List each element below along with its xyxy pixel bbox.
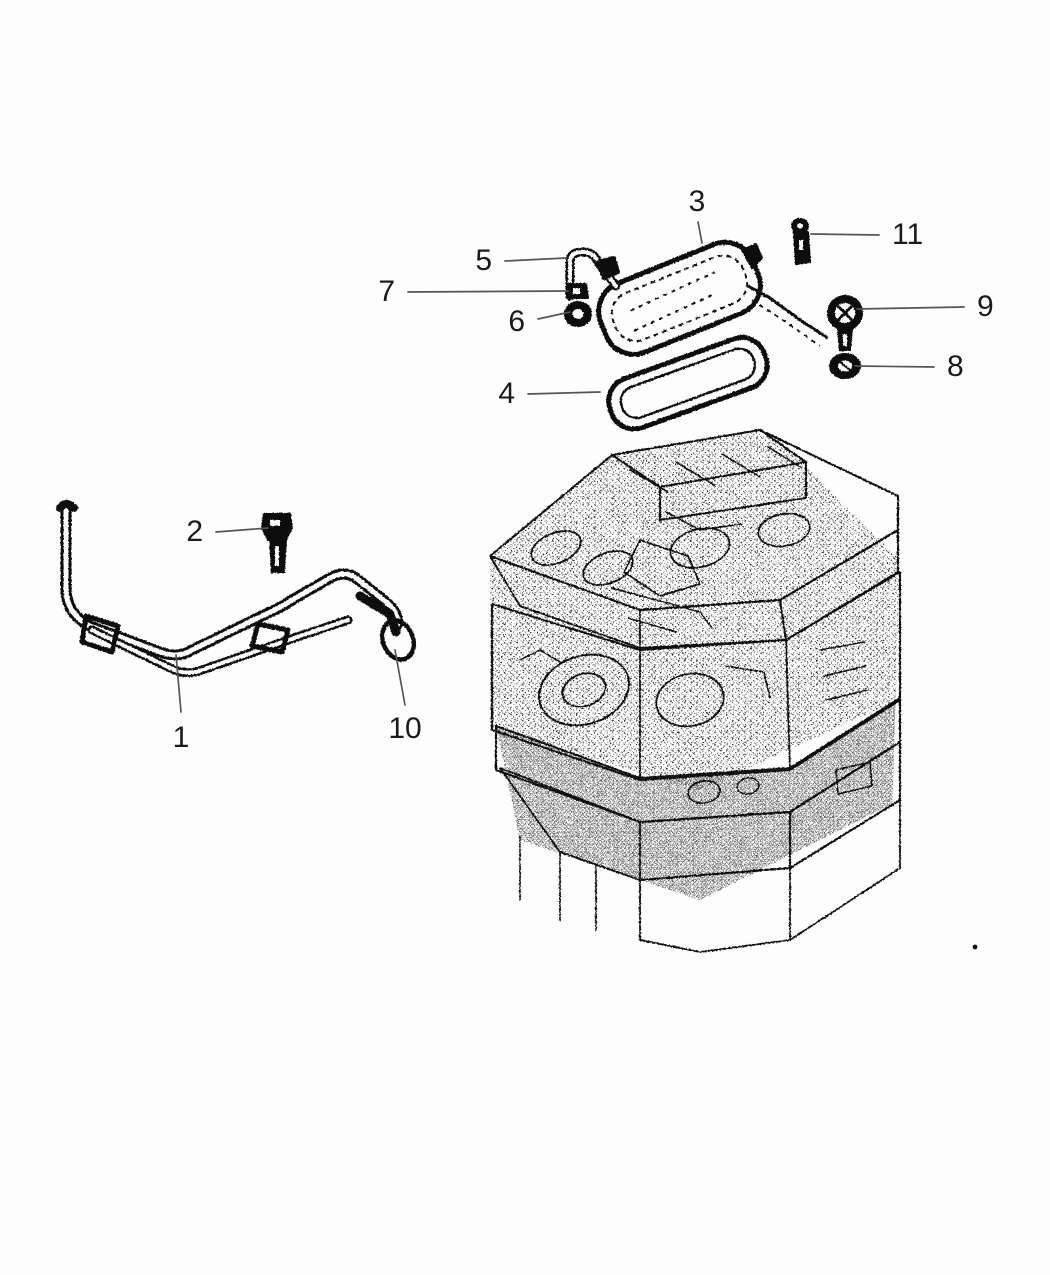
callout-label-4[interactable]: 4 — [498, 377, 515, 410]
callout-label-8[interactable]: 8 — [947, 350, 964, 383]
part-10-o-ring — [379, 618, 417, 662]
callout-label-5[interactable]: 5 — [475, 244, 492, 277]
callout-label-11[interactable]: 11 — [892, 218, 924, 251]
callout-label-7[interactable]: 7 — [378, 275, 395, 308]
leader-line-8 — [854, 365, 935, 368]
part-5-pcv-elbow-hose — [565, 247, 621, 301]
part-9-cover-retaining-bolt — [827, 295, 863, 351]
part-6-pcv-grommet — [564, 301, 592, 327]
callout-label-1[interactable]: 1 — [172, 721, 190, 754]
leader-line-3 — [697, 221, 703, 244]
leader-line-6 — [537, 311, 571, 320]
leader-line-2 — [215, 527, 269, 533]
part-4-cover-gasket — [606, 335, 770, 432]
leader-line-5 — [504, 257, 567, 262]
callout-label-2[interactable]: 2 — [186, 515, 203, 548]
callout-label-3[interactable]: 3 — [688, 185, 706, 218]
leader-line-7 — [407, 290, 569, 293]
part-11-vent-fitting — [791, 218, 812, 266]
leader-line-9 — [856, 306, 965, 310]
callout-label-10[interactable]: 10 — [388, 712, 422, 745]
callout-leader-lines — [175, 221, 965, 713]
engine-block-shading — [490, 430, 900, 900]
callout-label-9[interactable]: 9 — [977, 290, 994, 323]
scan-artifact-dot — [972, 944, 978, 950]
leader-line-1 — [175, 654, 182, 713]
part-1-crankcase-vent-tube — [56, 500, 404, 678]
part-2-bolt — [260, 513, 294, 573]
leader-line-10 — [394, 649, 406, 706]
callout-label-6[interactable]: 6 — [508, 305, 525, 338]
leader-line-4 — [527, 391, 601, 395]
part-3-cylinder-head-cover — [596, 239, 829, 357]
leader-line-11 — [810, 233, 880, 236]
part-7-pcv-valve-clip — [567, 283, 590, 299]
